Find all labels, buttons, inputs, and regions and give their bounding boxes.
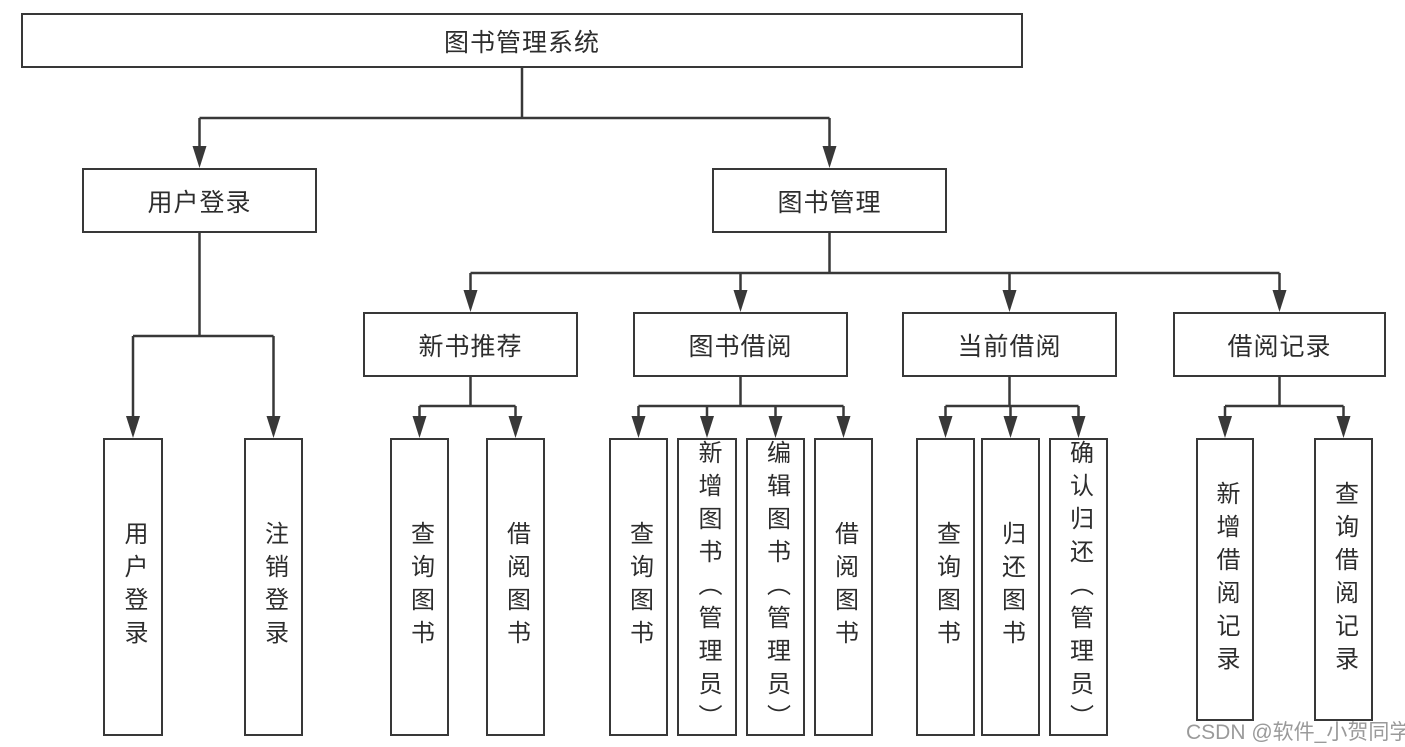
arrowhead-icon: [1272, 290, 1287, 312]
node-label: 新增借阅记录: [1212, 480, 1239, 679]
arrowhead-icon: [1336, 416, 1351, 438]
node-label: 查询图书: [932, 521, 960, 653]
arrowhead-icon: [126, 416, 140, 438]
arrowhead-icon: [1003, 416, 1018, 438]
node-cb-confirm: 确认归还（管理员）: [1049, 438, 1108, 737]
node-leaf-user-login: 用户登录: [103, 438, 163, 736]
node-bb-query: 查询图书: [609, 438, 668, 736]
watermark: CSDN @软件_小贺同学: [1186, 721, 1405, 744]
node-nb-borrow: 借阅图书: [486, 438, 545, 736]
arrowhead-icon: [733, 290, 748, 312]
arrowhead-icon: [1071, 416, 1086, 438]
node-label: 新增图书（管理员）: [694, 440, 721, 737]
node-br-query: 查询借阅记录: [1314, 438, 1373, 721]
node-label: 查询图书: [625, 521, 653, 653]
arrowhead-icon: [1218, 416, 1232, 438]
node-label: 确认归还（管理员）: [1065, 440, 1093, 737]
arrowhead-icon: [192, 146, 207, 168]
node-bb-borrow: 借阅图书: [814, 438, 873, 736]
node-new-book-rec: 新书推荐: [363, 312, 578, 377]
node-bb-add: 新增图书（管理员）: [677, 438, 737, 737]
node-label: 借阅记录: [1227, 332, 1332, 361]
node-label: 新书推荐: [418, 332, 523, 361]
node-label: 图书管理系统: [443, 28, 600, 57]
node-book-borrow: 图书借阅: [633, 312, 848, 377]
node-label: 归还图书: [997, 521, 1025, 653]
node-br-add: 新增借阅记录: [1196, 438, 1254, 721]
arrowhead-icon: [266, 416, 281, 438]
node-bb-edit: 编辑图书（管理员）: [746, 438, 805, 737]
arrowhead-icon: [836, 416, 851, 438]
node-nb-query: 查询图书: [390, 438, 449, 736]
node-label: 查询借阅记录: [1330, 480, 1358, 679]
arrowhead-icon: [463, 290, 478, 312]
node-root: 图书管理系统: [21, 13, 1023, 68]
node-label: 当前借阅: [957, 332, 1062, 361]
node-label: 查询图书: [406, 521, 434, 653]
node-label: 用户登录: [147, 188, 252, 217]
arrowhead-icon: [938, 416, 953, 438]
node-label: 图书管理: [777, 188, 882, 217]
arrowhead-icon: [822, 146, 837, 168]
arrowhead-icon: [412, 416, 427, 438]
arrowhead-icon: [631, 416, 646, 438]
arrowhead-icon: [1002, 290, 1017, 312]
node-user-login: 用户登录: [82, 168, 317, 233]
node-cb-query: 查询图书: [916, 438, 975, 736]
node-label: 编辑图书（管理员）: [762, 440, 790, 737]
node-label: 用户登录: [120, 521, 147, 653]
node-cb-return: 归还图书: [981, 438, 1040, 736]
node-label: 借阅图书: [502, 521, 530, 653]
node-current-borrow: 当前借阅: [902, 312, 1117, 377]
node-label: 借阅图书: [830, 521, 858, 653]
node-label: 注销登录: [260, 521, 288, 653]
node-book-mgmt: 图书管理: [712, 168, 947, 233]
node-borrow-records: 借阅记录: [1173, 312, 1386, 377]
arrowhead-icon: [768, 416, 783, 438]
arrowhead-icon: [508, 416, 523, 438]
arrowhead-icon: [700, 416, 714, 438]
node-leaf-logout: 注销登录: [244, 438, 303, 736]
node-label: 图书借阅: [688, 332, 793, 361]
